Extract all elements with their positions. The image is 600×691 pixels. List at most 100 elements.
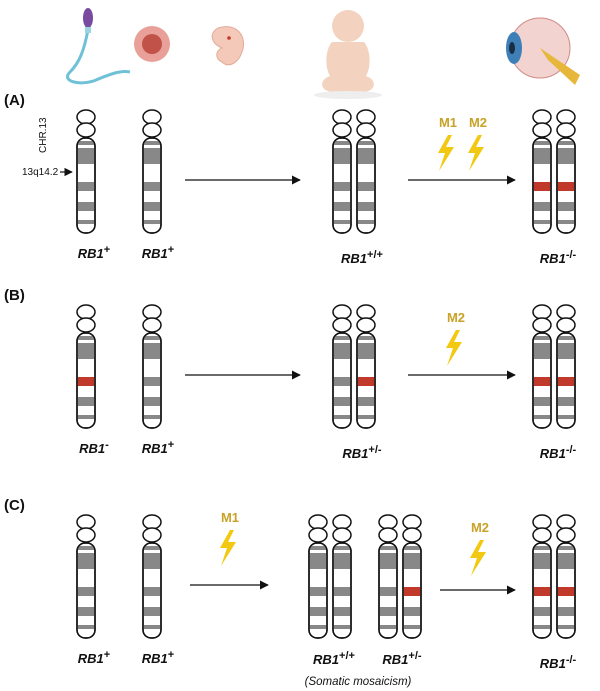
band	[77, 587, 95, 596]
band	[143, 220, 161, 224]
band	[379, 553, 397, 569]
band	[533, 141, 551, 145]
band	[379, 607, 397, 616]
mosaic1-genotype: RB1+/+	[313, 650, 355, 667]
band	[333, 182, 351, 191]
band	[379, 625, 397, 629]
band	[143, 182, 161, 191]
band	[333, 607, 351, 616]
band	[557, 625, 575, 629]
band	[533, 397, 551, 406]
band	[143, 148, 161, 164]
embryo-icon	[211, 26, 244, 66]
tumor-chromosome-b	[556, 304, 576, 429]
band	[533, 546, 551, 550]
mutated-band	[403, 587, 421, 596]
band	[357, 343, 375, 359]
band	[309, 625, 327, 629]
baby-icon	[314, 10, 382, 99]
band	[379, 587, 397, 596]
mutation-label-m2: M2	[471, 520, 489, 535]
parent2-genotype: RB1+	[142, 439, 174, 456]
parent1-genotype: RB1+	[78, 649, 110, 666]
band	[357, 336, 375, 340]
band	[77, 182, 95, 191]
band	[357, 148, 375, 164]
mutated-band	[557, 377, 575, 386]
mutated-band	[77, 377, 95, 386]
band	[557, 148, 575, 164]
band	[557, 415, 575, 419]
band	[403, 546, 421, 550]
band	[557, 202, 575, 211]
mosaic2-genotype: RB1+/-	[382, 650, 421, 667]
band	[77, 546, 95, 550]
tumor-chromosome-a	[532, 109, 552, 234]
band	[533, 336, 551, 340]
band	[333, 587, 351, 596]
band	[333, 220, 351, 224]
band	[357, 220, 375, 224]
locus-label: 13q14.2	[22, 167, 59, 178]
band	[143, 202, 161, 211]
panel-label: (C)	[4, 497, 25, 514]
germline-genotype: RB1+/-	[342, 444, 381, 461]
band	[557, 607, 575, 616]
tumor-chromosome-a	[532, 514, 552, 639]
band	[557, 220, 575, 224]
band	[533, 625, 551, 629]
band	[357, 397, 375, 406]
parent1-genotype: RB1-	[79, 439, 109, 456]
band	[143, 141, 161, 145]
band	[143, 587, 161, 596]
mutated-band	[557, 587, 575, 596]
band	[357, 182, 375, 191]
band	[77, 336, 95, 340]
band	[77, 202, 95, 211]
mutation-label-m2: M2	[447, 310, 465, 325]
parent1-chromosome	[76, 304, 96, 429]
panel-label: (B)	[4, 287, 25, 304]
band	[557, 546, 575, 550]
band	[333, 377, 351, 386]
tumor-chromosome-a	[532, 304, 552, 429]
chromosome-label: CHR.13	[38, 117, 49, 153]
egg-cell-icon	[134, 26, 170, 62]
lightning-bolt-icon	[468, 135, 484, 171]
band	[143, 336, 161, 340]
band	[333, 546, 351, 550]
lightning-bolt-icon	[438, 135, 454, 171]
parent1-genotype: RB1+	[78, 244, 110, 261]
band	[309, 546, 327, 550]
germline-chromosome-b	[356, 109, 376, 234]
band	[309, 553, 327, 569]
germline-genotype: RB1+/+	[341, 249, 383, 266]
band	[333, 553, 351, 569]
band	[309, 607, 327, 616]
band	[333, 148, 351, 164]
panel-label: (A)	[4, 92, 25, 109]
eye-icon	[506, 17, 580, 85]
band	[333, 343, 351, 359]
band	[143, 553, 161, 569]
band	[77, 415, 95, 419]
band	[143, 397, 161, 406]
band	[77, 397, 95, 406]
mosaic2-chromosome-a	[378, 514, 398, 639]
band	[357, 415, 375, 419]
mosaic-note: (Somatic mosaicism)	[305, 676, 412, 688]
mutation-label-m1: M1	[221, 510, 239, 525]
band	[557, 141, 575, 145]
band	[77, 625, 95, 629]
band	[533, 220, 551, 224]
parent2-chromosome	[142, 109, 162, 234]
mosaic2-chromosome-b	[402, 514, 422, 639]
band	[333, 202, 351, 211]
lightning-bolt-icon	[220, 530, 236, 566]
tumor-chromosome-b	[556, 514, 576, 639]
tumor-genotype: RB1-/-	[540, 249, 577, 266]
mutated-band	[533, 377, 551, 386]
mutated-band	[557, 182, 575, 191]
